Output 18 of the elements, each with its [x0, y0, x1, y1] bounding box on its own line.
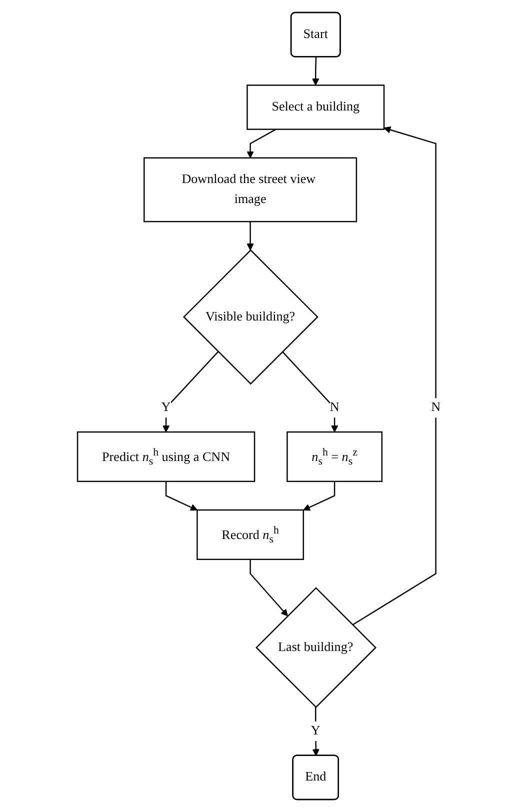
arrow [165, 480, 198, 510]
edge-label: N [330, 400, 340, 414]
arrow [246, 128, 276, 158]
node-diamond: Visible building? [182, 248, 318, 384]
arrow [162, 350, 219, 432]
arrow [312, 56, 320, 86]
edge-label: Y [161, 400, 171, 414]
arrow [282, 350, 338, 432]
arrow [246, 221, 254, 250]
node-box: Select a building [246, 84, 385, 130]
node-diamond: Last building? [256, 586, 376, 708]
node-box: Download the street view image [144, 156, 358, 222]
arrow [250, 558, 288, 616]
arrow [352, 126, 436, 625]
arrow [303, 480, 336, 510]
edge-label: N [431, 400, 440, 414]
node-box: Predict n$_{s}$$^{h}$ using a CNN [76, 430, 256, 482]
edge-label: Y [310, 723, 320, 738]
